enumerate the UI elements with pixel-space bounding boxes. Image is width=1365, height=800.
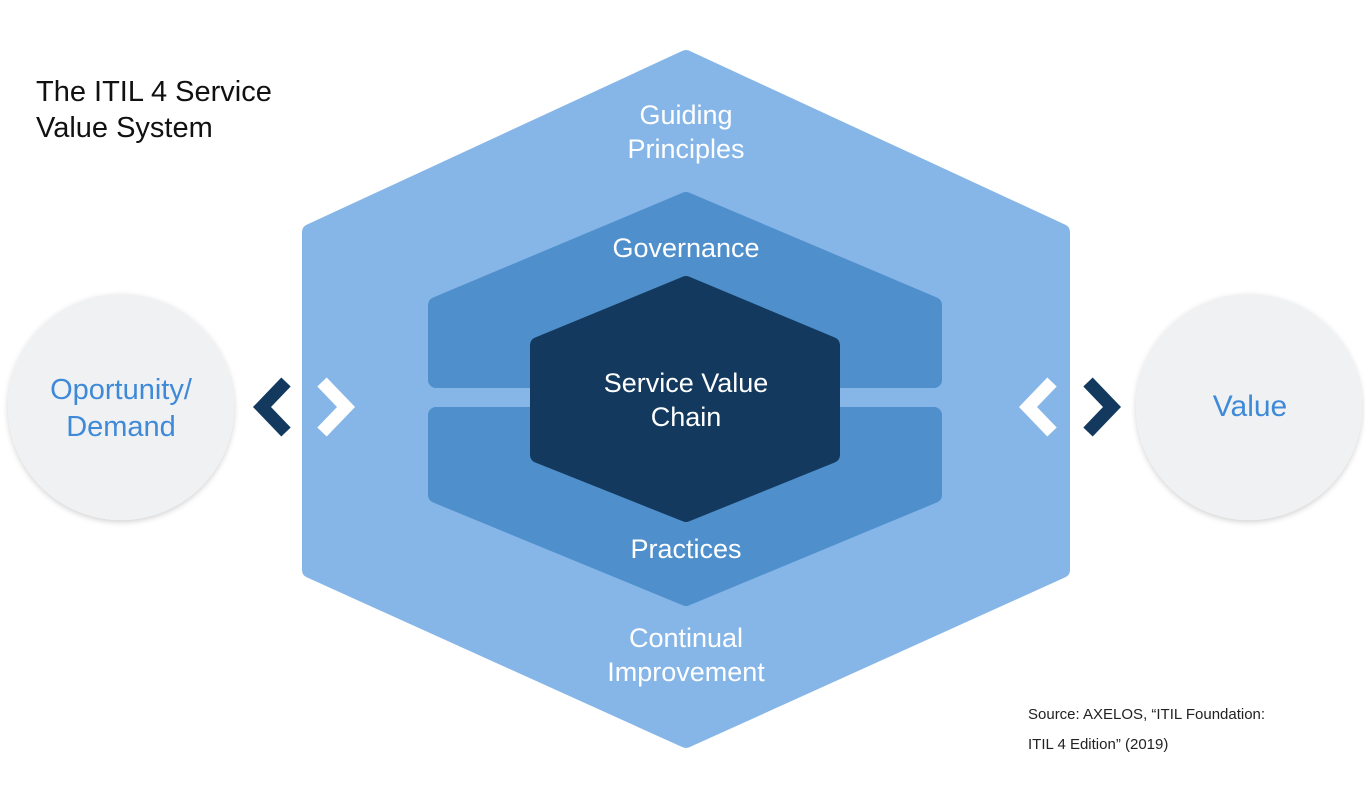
- chevron-right-icon: [1083, 377, 1122, 437]
- input-label-line: Demand: [66, 411, 176, 443]
- source-line: ITIL 4 Edition” (2019): [1028, 736, 1169, 753]
- chevron-right-icon: [317, 377, 356, 437]
- output-circle: [1136, 294, 1362, 520]
- source-note: Source: AXELOS, “ITIL Foundation: ITIL 4…: [1028, 700, 1265, 760]
- input-label-line: Oportunity/: [50, 374, 192, 406]
- continual-improvement-label: Continual Improvement: [536, 621, 836, 689]
- chevron-left-icon: [1018, 377, 1057, 437]
- label-line: Guiding: [639, 100, 733, 130]
- label-line: Service Value: [603, 368, 769, 398]
- label-line: Chain: [650, 402, 722, 432]
- label-line: Continual: [628, 623, 744, 653]
- guiding-principles-label: Guiding Principles: [536, 98, 836, 166]
- source-line: Source: AXELOS, “ITIL Foundation:: [1028, 706, 1266, 723]
- service-value-chain-label: Service Value Chain: [536, 366, 836, 434]
- output-label: Value: [1212, 390, 1288, 423]
- label-line: Principles: [627, 134, 745, 164]
- chevron-left-icon: [252, 377, 291, 437]
- title-line: The ITIL 4 Service: [36, 76, 272, 108]
- label-line: Improvement: [607, 657, 765, 687]
- governance-label: Governance: [612, 233, 760, 263]
- title-line: Value System: [36, 112, 213, 144]
- service-value-chain-hexagon: [530, 276, 840, 522]
- diagram-title: The ITIL 4 Service Value System: [36, 74, 272, 146]
- practices-label: Practices: [630, 534, 742, 564]
- input-label: Oportunity/ Demand: [11, 372, 231, 446]
- input-circle: [8, 294, 234, 520]
